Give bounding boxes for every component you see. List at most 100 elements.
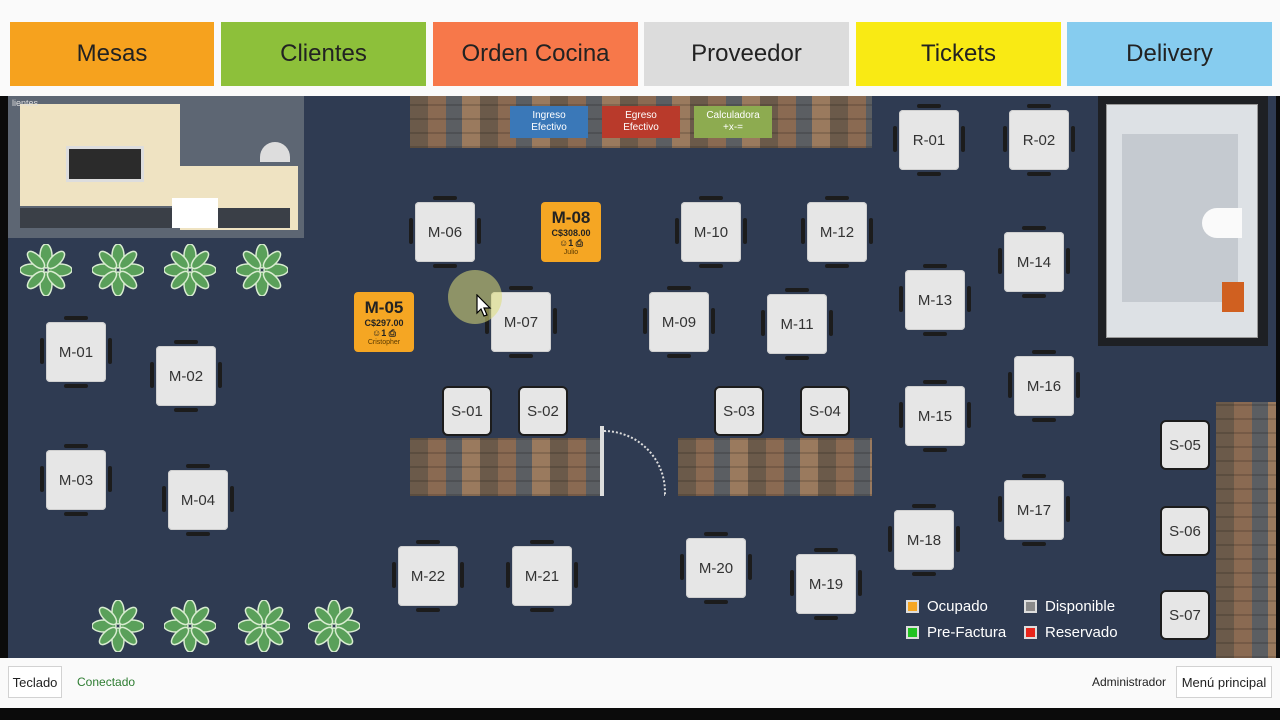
table-label: M-16: [1026, 377, 1062, 395]
table-m19[interactable]: M-19: [790, 548, 862, 620]
order-amount: C$308.00: [551, 228, 591, 238]
table-label: M-17: [1016, 501, 1052, 519]
table-m01[interactable]: M-01: [40, 316, 112, 388]
kitchen-area: [8, 96, 304, 238]
table-m11[interactable]: M-11: [761, 288, 833, 360]
table-label: M-12: [819, 223, 855, 241]
table-r01[interactable]: R-01: [893, 104, 965, 176]
table-m06[interactable]: M-06: [409, 196, 481, 268]
table-m02[interactable]: M-02: [150, 340, 222, 412]
table-m17[interactable]: M-17: [998, 474, 1070, 546]
plant-icon: [164, 600, 216, 652]
door-swing: [604, 430, 666, 496]
table-label: M-04: [180, 491, 216, 509]
table-label: M-15: [917, 407, 953, 425]
table-s06[interactable]: S-06: [1160, 506, 1210, 556]
tab-orden-cocina[interactable]: Orden Cocina: [433, 22, 638, 86]
brick-wall-side: [1216, 402, 1276, 658]
legend-prefactura: Pre-Factura: [906, 624, 1006, 641]
user-name: Administrador: [1092, 675, 1167, 689]
table-label: M-13: [917, 291, 953, 309]
table-m08-occupied[interactable]: M-08 C$308.00 ☺1 ⎙ Julio: [541, 202, 601, 262]
plant-icon: [92, 244, 144, 296]
plant-icon: [20, 244, 72, 296]
corner-label: lientes: [12, 98, 39, 108]
waiter-name: Cristopher: [367, 339, 401, 346]
plant-icon: [92, 600, 144, 652]
legend-reservado: Reservado: [1024, 624, 1118, 641]
top-nav-bar: Mesas Clientes Orden Cocina Proveedor Ti…: [0, 0, 1280, 96]
calculadora-button[interactable]: Calculadora +x-=: [694, 106, 772, 138]
table-label: M-20: [698, 559, 734, 577]
table-label: M-01: [58, 343, 94, 361]
table-label: M-08: [551, 208, 591, 227]
waiter-name: Julio: [563, 249, 579, 256]
tab-proveedor[interactable]: Proveedor: [644, 22, 849, 86]
table-r02[interactable]: R-02: [1003, 104, 1075, 176]
guests-count: ☺1 ⎙: [559, 238, 583, 248]
table-s01[interactable]: S-01: [442, 386, 492, 436]
bottom-bar: Teclado Conectado Administrador Menú pri…: [0, 658, 1280, 708]
print-icon: ⎙: [388, 328, 396, 338]
table-label: R-01: [912, 131, 946, 149]
main-menu-button[interactable]: Menú principal: [1176, 666, 1272, 698]
cursor-highlight: [448, 270, 502, 324]
table-label: M-11: [780, 315, 814, 333]
tab-tickets[interactable]: Tickets: [856, 22, 1061, 86]
ingreso-efectivo-button[interactable]: Ingreso Efectivo: [510, 106, 588, 138]
table-label: M-05: [364, 298, 404, 317]
floor-plan: lientes Ingreso Efectivo Egreso Efectivo…: [8, 96, 1276, 658]
table-label: M-10: [693, 223, 729, 241]
brick-wall-left: [410, 438, 600, 496]
table-s05[interactable]: S-05: [1160, 420, 1210, 470]
table-m21[interactable]: M-21: [506, 540, 578, 612]
table-m14[interactable]: M-14: [998, 226, 1070, 298]
table-m09[interactable]: M-09: [643, 286, 715, 358]
tab-mesas[interactable]: Mesas: [10, 22, 214, 86]
table-s02[interactable]: S-02: [518, 386, 568, 436]
table-label: M-02: [168, 367, 204, 385]
table-m04[interactable]: M-04: [162, 464, 234, 536]
door: [600, 426, 604, 496]
plant-icon: [238, 600, 290, 652]
order-amount: C$297.00: [364, 318, 404, 328]
table-m05-occupied[interactable]: M-05 C$297.00 ☺1 ⎙ Cristopher: [354, 292, 414, 352]
legend-swatch: [906, 626, 919, 639]
legend-ocupado: Ocupado: [906, 598, 988, 615]
plant-icon: [236, 244, 288, 296]
table-label: M-21: [524, 567, 560, 585]
table-m16[interactable]: M-16: [1008, 350, 1080, 422]
table-label: M-14: [1016, 253, 1052, 271]
table-m15[interactable]: M-15: [899, 380, 971, 452]
connection-status: Conectado: [77, 675, 136, 689]
keyboard-button[interactable]: Teclado: [8, 666, 62, 698]
bathroom-area: [1098, 96, 1268, 346]
table-m13[interactable]: M-13: [899, 264, 971, 336]
table-s04[interactable]: S-04: [800, 386, 850, 436]
plant-icon: [308, 600, 360, 652]
table-s03[interactable]: S-03: [714, 386, 764, 436]
legend-swatch: [1024, 626, 1037, 639]
mouse-cursor-icon: [476, 294, 492, 317]
table-m22[interactable]: M-22: [392, 540, 464, 612]
table-m12[interactable]: M-12: [801, 196, 873, 268]
table-m20[interactable]: M-20: [680, 532, 752, 604]
table-label: M-09: [661, 313, 697, 331]
table-label: M-06: [427, 223, 463, 241]
table-label: M-03: [58, 471, 94, 489]
table-label: M-22: [410, 567, 446, 585]
guests-count: ☺1 ⎙: [372, 328, 396, 338]
person-icon: ☺: [372, 328, 382, 338]
table-label: M-07: [503, 313, 539, 331]
legend-swatch: [906, 600, 919, 613]
tab-clientes[interactable]: Clientes: [221, 22, 426, 86]
table-s07[interactable]: S-07: [1160, 590, 1210, 640]
table-m10[interactable]: M-10: [675, 196, 747, 268]
table-m18[interactable]: M-18: [888, 504, 960, 576]
table-m03[interactable]: M-03: [40, 444, 112, 516]
person-icon: ☺: [559, 238, 569, 248]
tab-delivery[interactable]: Delivery: [1067, 22, 1272, 86]
brick-wall-right: [678, 438, 872, 496]
plant-icon: [164, 244, 216, 296]
egreso-efectivo-button[interactable]: Egreso Efectivo: [602, 106, 680, 138]
